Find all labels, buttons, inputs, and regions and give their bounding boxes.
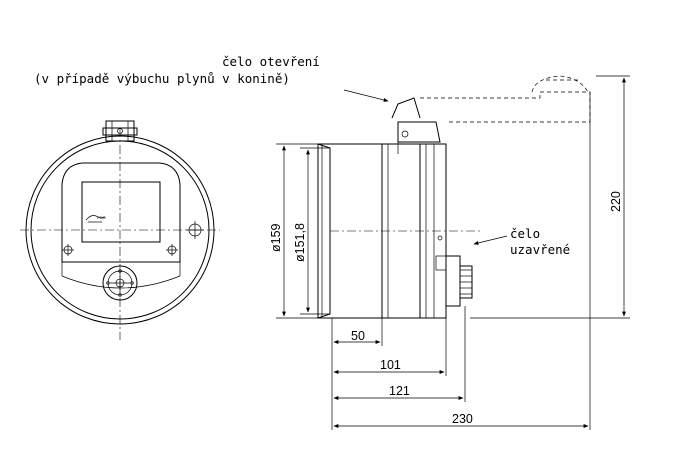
front-panel <box>61 162 181 289</box>
side-hinge-bracket <box>391 97 441 154</box>
front-hinge-bracket <box>102 120 138 142</box>
dim-length-121: 121 <box>389 384 410 398</box>
label-open-end-note: (v případě výbuchu plynů v konině) <box>34 71 290 86</box>
label-open-end: čelo otevření <box>222 54 320 69</box>
label-closed-end-1: čelo <box>510 226 540 241</box>
logo-mark: PRO <box>85 215 106 223</box>
front-outer-circle <box>25 135 215 325</box>
side-latch-icon <box>186 221 204 239</box>
leader-open-end <box>343 89 389 102</box>
label-closed-end-2: uzavřené <box>510 242 570 257</box>
screw-symbol-left <box>62 244 74 256</box>
side-view <box>317 75 591 319</box>
screw-symbol-right <box>166 244 178 256</box>
dim-height: 220 <box>609 191 623 212</box>
dim-diameter-inner: ø151,8 <box>293 223 307 262</box>
front-view: PRO <box>20 120 220 340</box>
svg-text:PRO: PRO <box>97 215 106 220</box>
dim-length-230: 230 <box>452 412 473 426</box>
dim-diameter-outer: ø159 <box>269 223 283 252</box>
center-knob <box>102 265 138 301</box>
front-flange <box>317 143 331 319</box>
open-flap-outline <box>420 91 591 123</box>
dim-length-50: 50 <box>351 329 365 343</box>
open-flap-dome <box>531 75 589 93</box>
leader-closed-end <box>473 235 508 245</box>
closing-knob <box>445 255 473 307</box>
dimension-lines <box>276 75 630 430</box>
dim-length-101: 101 <box>380 358 401 372</box>
